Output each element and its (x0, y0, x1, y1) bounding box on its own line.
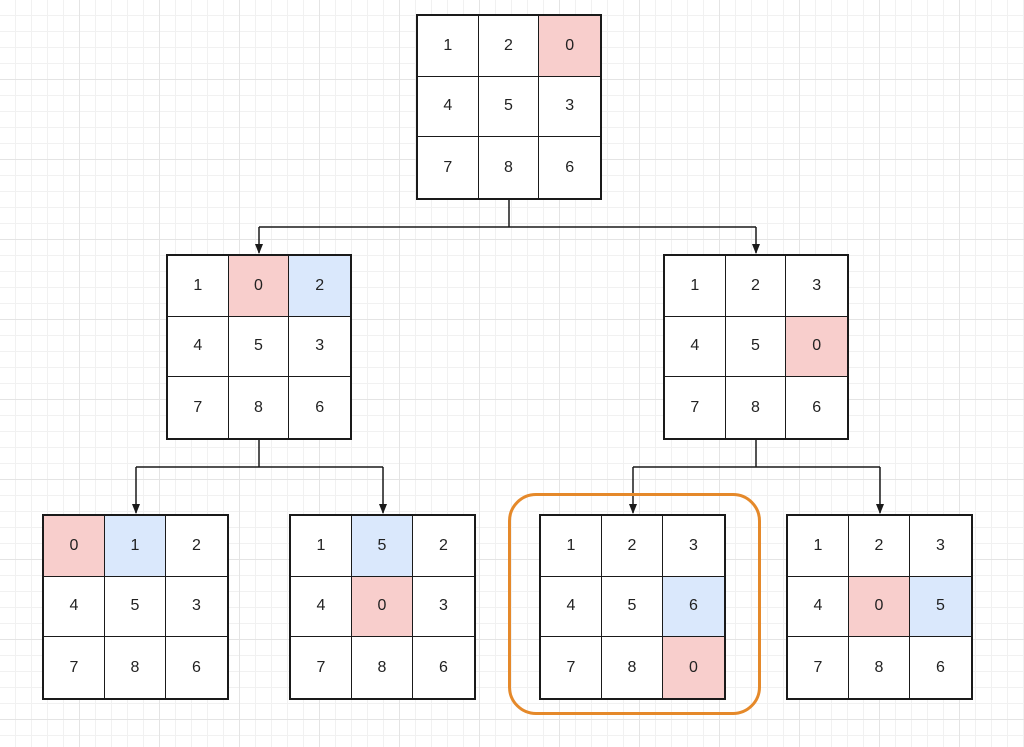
blank-tile: 0 (663, 637, 724, 698)
tile: 4 (541, 576, 602, 638)
tile: 6 (289, 377, 350, 438)
moved-tile: 5 (352, 516, 413, 577)
tile: 3 (539, 76, 600, 138)
tile: 8 (725, 377, 787, 438)
tile: 3 (910, 516, 971, 577)
tile: 8 (228, 377, 290, 438)
tile: 3 (663, 516, 724, 577)
blank-tile: 0 (849, 576, 910, 638)
tile: 7 (541, 637, 602, 698)
moved-tile: 6 (663, 576, 724, 638)
tile: 6 (539, 137, 600, 198)
tile: 5 (478, 76, 540, 138)
tile: 1 (168, 256, 229, 317)
goal-highlight-ring (508, 493, 761, 715)
tile: 3 (413, 576, 474, 638)
tile: 7 (168, 377, 229, 438)
tile: 2 (166, 516, 227, 577)
moved-tile: 2 (289, 256, 350, 317)
tile: 3 (166, 576, 227, 638)
tile: 5 (228, 316, 290, 378)
tile: 8 (352, 637, 413, 698)
tile: 1 (291, 516, 352, 577)
tile: 4 (788, 576, 849, 638)
tile: 6 (413, 637, 474, 698)
blank-tile: 0 (44, 516, 105, 577)
tile: 4 (665, 316, 726, 378)
tile: 2 (602, 516, 663, 577)
tile: 4 (168, 316, 229, 378)
tile: 2 (413, 516, 474, 577)
tile: 6 (910, 637, 971, 698)
blank-tile: 0 (352, 576, 413, 638)
tile: 6 (786, 377, 847, 438)
tile: 1 (541, 516, 602, 577)
tile: 7 (291, 637, 352, 698)
tile: 2 (849, 516, 910, 577)
tile: 8 (478, 137, 540, 198)
blank-tile: 0 (539, 16, 600, 77)
tile: 7 (665, 377, 726, 438)
tile: 8 (105, 637, 166, 698)
tile: 7 (788, 637, 849, 698)
tile: 8 (602, 637, 663, 698)
tile: 2 (725, 256, 787, 317)
blank-tile: 0 (786, 316, 847, 378)
tile: 1 (418, 16, 479, 77)
tile: 5 (602, 576, 663, 638)
moved-tile: 5 (910, 576, 971, 638)
tile: 6 (166, 637, 227, 698)
tile: 7 (418, 137, 479, 198)
moved-tile: 1 (105, 516, 166, 577)
tile: 8 (849, 637, 910, 698)
blank-tile: 0 (228, 256, 290, 317)
tile: 5 (725, 316, 787, 378)
tile: 5 (105, 576, 166, 638)
tile: 4 (291, 576, 352, 638)
tile: 1 (665, 256, 726, 317)
tile: 2 (478, 16, 540, 77)
tile: 4 (418, 76, 479, 138)
tile: 1 (788, 516, 849, 577)
tile: 4 (44, 576, 105, 638)
tile: 7 (44, 637, 105, 698)
tile: 3 (786, 256, 847, 317)
tile: 3 (289, 316, 350, 378)
